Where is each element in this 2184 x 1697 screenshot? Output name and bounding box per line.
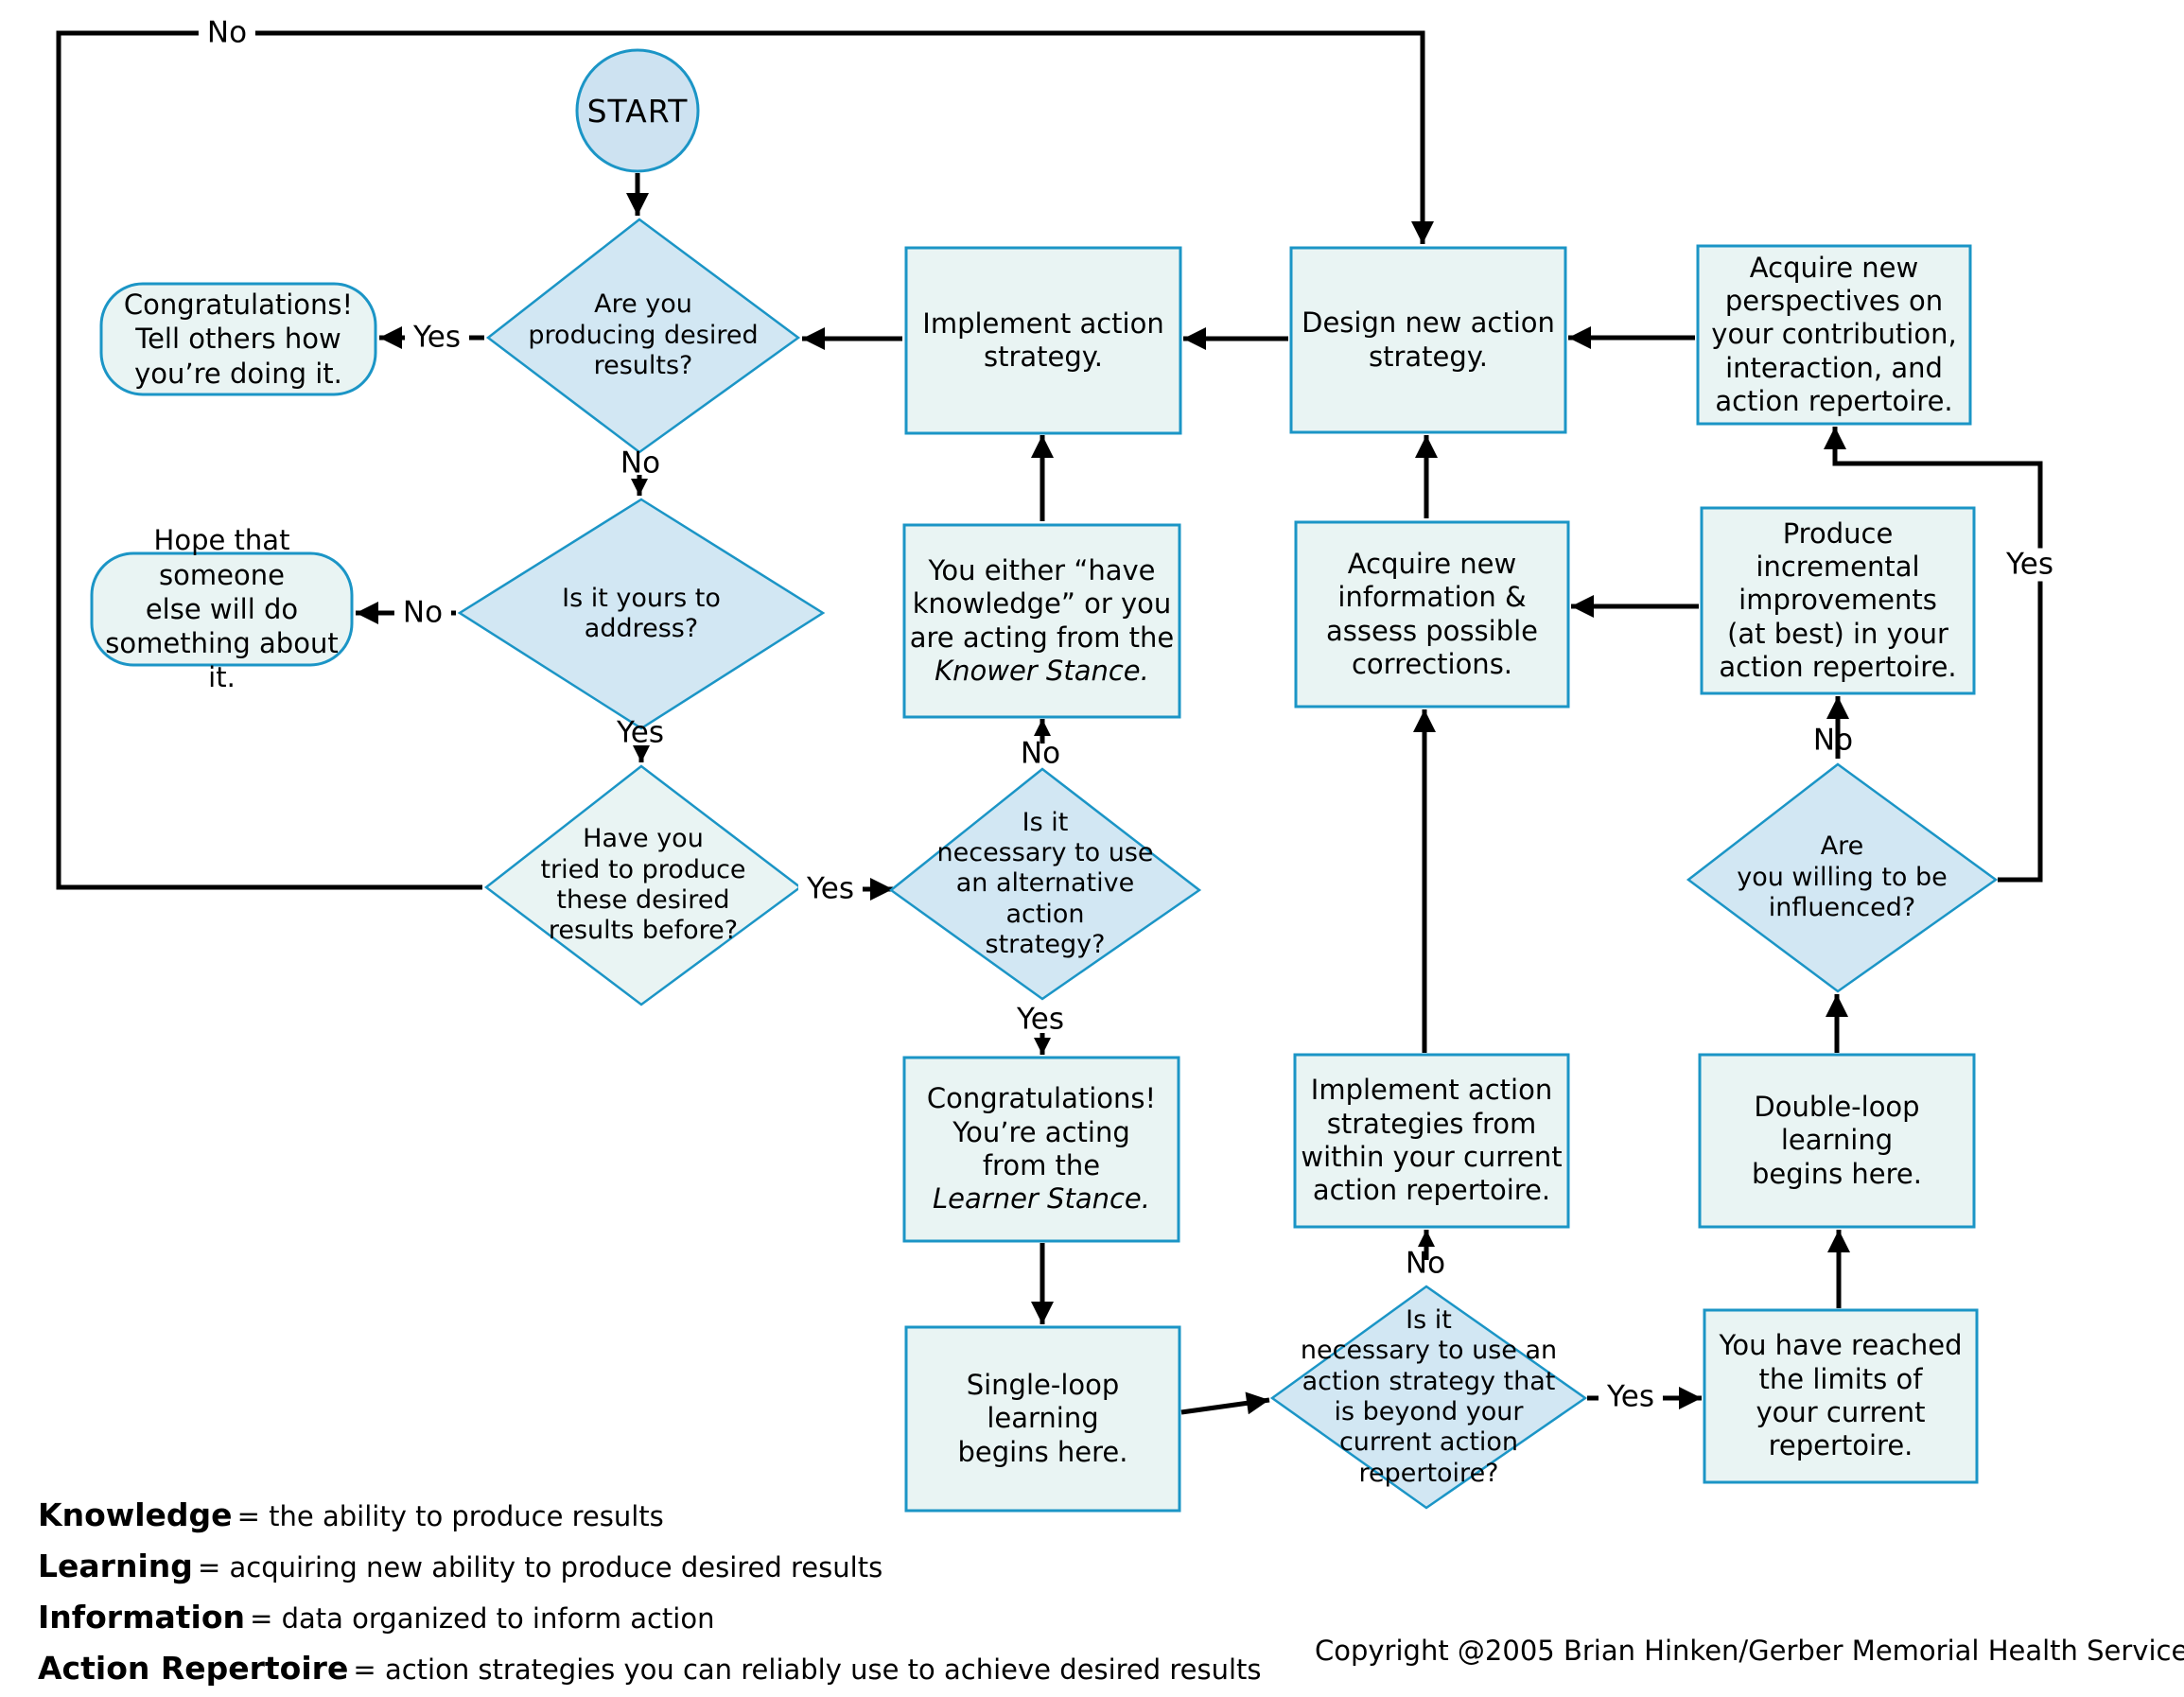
- connector-single-to-beyond: [1180, 1391, 1270, 1415]
- double-loop-process-shape: [1698, 1053, 1976, 1229]
- connector-tried-no-loop-to-design: [56, 30, 1434, 890]
- tried-decision-shape: [483, 764, 803, 1006]
- implement-within-process-shape: [1293, 1053, 1570, 1229]
- legend-def-learning: = acquiring new ability to produce desir…: [197, 1551, 883, 1583]
- connector-willing-yes-to-perspectives: [1824, 427, 2043, 883]
- legend-term-action-repertoire: Action Repertoire: [38, 1650, 349, 1687]
- learner-process-shape: [902, 1056, 1180, 1243]
- alternative-decision-shape: [888, 767, 1202, 1001]
- legend-def-information: = data organized to inform action: [250, 1602, 715, 1635]
- produce-incremental-process-shape: [1700, 506, 1976, 695]
- legend: Knowledge = the ability to produce resul…: [38, 1496, 1262, 1687]
- legend-row-information: Information = data organized to inform a…: [38, 1599, 1262, 1636]
- legend-row-knowledge: Knowledge = the ability to produce resul…: [38, 1496, 1262, 1533]
- legend-def-knowledge: = the ability to produce results: [236, 1500, 664, 1532]
- acquire-perspectives-process-shape: [1696, 244, 1972, 426]
- knower-process-shape: [902, 523, 1181, 719]
- implement-process-shape: [904, 246, 1182, 435]
- single-loop-process-shape: [904, 1325, 1181, 1513]
- legend-row-learning: Learning = acquiring new ability to prod…: [38, 1548, 1262, 1584]
- legend-term-information: Information: [38, 1599, 245, 1636]
- start-terminator-shape: [575, 48, 700, 173]
- acquire-information-process-shape: [1294, 520, 1570, 709]
- legend-def-action-repertoire: = action strategies you can reliably use…: [353, 1653, 1262, 1686]
- copyright-notice: Copyright @2005 Brian Hinken/Gerber Memo…: [1315, 1635, 2184, 1667]
- legend-term-knowledge: Knowledge: [38, 1496, 233, 1533]
- design-process-shape: [1289, 246, 1567, 434]
- producing-decision-shape: [485, 218, 801, 454]
- willing-decision-shape: [1686, 762, 1999, 993]
- legend-term-learning: Learning: [38, 1548, 193, 1584]
- beyond-decision-shape: [1269, 1285, 1588, 1510]
- hope-someone-terminal-shape: [90, 551, 354, 667]
- reached-limits-process-shape: [1703, 1308, 1979, 1484]
- legend-row-action-repertoire: Action Repertoire = action strategies yo…: [38, 1650, 1262, 1687]
- yours-decision-shape: [457, 498, 826, 730]
- tell-others-terminal-shape: [99, 282, 377, 396]
